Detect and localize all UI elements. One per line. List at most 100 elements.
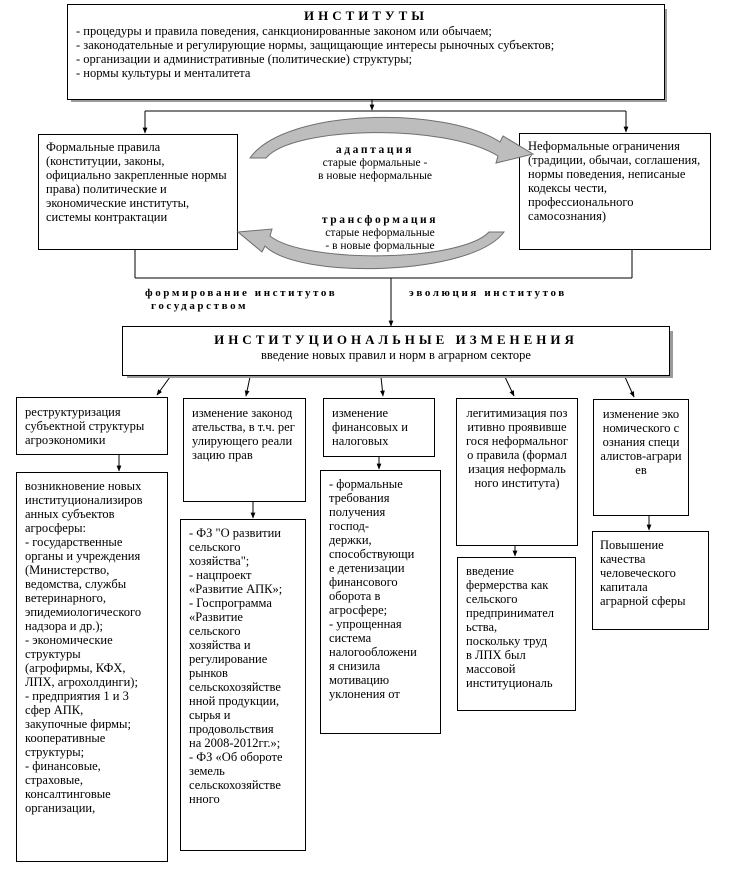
column-legitimization: легитимизация позитивно проявившегося не…: [456, 398, 578, 546]
adaptation-curved-arrow: [249, 116, 535, 164]
adaptation-line2: в новые неформальные: [318, 170, 432, 182]
detail-line: - экономические: [25, 633, 113, 647]
column-legitimization-text: легитимизация позитивно проявившегося не…: [465, 406, 569, 490]
institutes-item: - организации и административные (полити…: [76, 52, 413, 66]
detail-line: ветеринарного,: [25, 591, 106, 605]
column-mindset-text: изменение экономического сознания специа…: [600, 407, 682, 477]
detail-line: регулирование: [189, 652, 268, 666]
detail-line: сельского: [466, 592, 518, 606]
column-finance-tax: изменение финансовых и налоговых: [323, 398, 435, 457]
detail-line: массовой: [466, 662, 516, 676]
changes-subtitle: введение новых правил и норм в аграрном …: [261, 348, 531, 362]
detail-line: - упрощенная: [329, 617, 402, 631]
detail-line: финансового: [329, 575, 398, 589]
detail-line: ЛПХ, агрохолдинги);: [25, 675, 138, 689]
detail-line: возникновение новых: [25, 479, 142, 493]
detail-line: - ФЗ "О развитии: [189, 526, 281, 540]
detail-line: - государственные: [25, 535, 123, 549]
arrow-to-col1: [156, 376, 171, 396]
evolution-label: эволюция институтов: [409, 287, 567, 299]
detail-line: закупочные фирмы;: [25, 717, 131, 731]
detail-line: продовольствия: [189, 722, 274, 736]
detail-line: (Министерство,: [25, 563, 110, 577]
detail-legislation-acts: - ФЗ "О развитии сельского хозяйства"; -…: [180, 519, 306, 851]
detail-line: в ЛПХ был: [466, 648, 526, 662]
detail-line: нной продукции,: [189, 694, 280, 708]
institutes-item: - нормы культуры и менталитета: [76, 66, 251, 80]
transformation-line2: - в новые формальные: [325, 240, 435, 252]
detail-line: агросферы:: [25, 521, 86, 535]
detail-line: сельскохозяйстве: [189, 680, 281, 694]
detail-line: система: [329, 631, 372, 645]
detail-line: Повышение: [600, 538, 664, 552]
informal-constraints-text: Неформальные ограничения (традиции, обыч…: [528, 139, 701, 223]
arrow-to-col3: [380, 376, 385, 397]
detail-line: кооперативные: [25, 731, 106, 745]
detail-line: - нацпроект: [189, 568, 252, 582]
detail-line: я снизила: [329, 659, 381, 673]
detail-line: - ФЗ «Об обороте: [189, 750, 283, 764]
detail-farming-introduction: введение фермерства как сельского предпр…: [457, 557, 576, 711]
detail-line: на 2008-2012гг.»;: [189, 736, 281, 750]
transformation-label: трансформация старые неформальные - в но…: [290, 214, 470, 253]
transformation-curved-arrow: [236, 228, 505, 270]
changes-title: ИНСТИТУЦИОНАЛЬНЫЕ ИЗМЕНЕНИЯ: [214, 332, 578, 347]
institutes-title: ИНСТИТУТЫ: [303, 8, 429, 23]
detail-line: требования: [329, 491, 390, 505]
detail-line: анных субъектов: [25, 507, 115, 521]
detail-line: ьства,: [466, 620, 498, 634]
detail-line: структуры: [25, 647, 81, 661]
detail-line: ведомства, службы: [25, 577, 127, 591]
detail-line: хозяйства";: [189, 554, 250, 568]
formal-rules-text: Формальные правила (конституции, законы,…: [46, 140, 227, 224]
institutes-box: ИНСТИТУТЫ - процедуры и правила поведени…: [67, 4, 665, 100]
detail-line: «Развитие АПК»;: [189, 582, 283, 596]
transformation-line1: старые неформальные: [325, 227, 435, 239]
detail-line: сельского: [189, 540, 241, 554]
detail-line: сырья и: [189, 708, 231, 722]
detail-human-capital: Повышение качества человеческого капитал…: [592, 531, 709, 630]
detail-line: - формальные: [329, 477, 403, 491]
adaptation-label: адаптация старые формальные - в новые не…: [290, 144, 460, 183]
detail-line: аграрной сферы: [600, 594, 686, 608]
detail-line: качества: [600, 552, 646, 566]
arrow-to-col5: [624, 376, 635, 398]
detail-line: рынков: [189, 666, 228, 680]
institutes-item: - законодательные и регулирующие нормы, …: [76, 38, 555, 52]
detail-line: уклонения от: [329, 687, 400, 701]
detail-line: поскольку труд: [466, 634, 548, 648]
detail-line: земель: [189, 764, 225, 778]
adaptation-title: адаптация: [335, 144, 415, 156]
detail-line: надзора и др.);: [25, 619, 103, 633]
arrow-to-col2: [244, 376, 251, 397]
detail-line: - Госпрограмма: [189, 596, 272, 610]
detail-line: хозяйства и: [189, 638, 251, 652]
detail-line: страховые,: [25, 773, 83, 787]
detail-line: человеческого: [600, 566, 676, 580]
detail-line: налогообложени: [329, 645, 417, 659]
detail-line: агросфере;: [329, 603, 388, 617]
formation-label: формирование институтов государством: [145, 287, 337, 313]
formation-line2: государством: [151, 300, 249, 312]
detail-line: (агрофирмы, КФХ,: [25, 661, 126, 675]
column-mindset: изменение экономического сознания специа…: [593, 399, 689, 516]
detail-line: структуры;: [25, 745, 85, 759]
adaptation-line1: старые формальные -: [322, 157, 428, 169]
detail-line: введение: [466, 564, 514, 578]
column-finance-tax-text: изменение финансовых и налоговых: [332, 406, 408, 448]
detail-line: держки,: [329, 533, 372, 547]
detail-line: господ-: [329, 519, 370, 533]
detail-line: фермерства как: [466, 578, 549, 592]
formation-line1: формирование институтов: [145, 287, 338, 299]
detail-line: предпринимател: [466, 606, 554, 620]
informal-constraints-box: Неформальные ограничения (традиции, обыч…: [519, 133, 711, 250]
detail-line: капитала: [600, 580, 648, 594]
detail-line: нного: [189, 792, 220, 806]
institutes-item: - процедуры и правила поведения, санкцио…: [76, 24, 492, 38]
column-restructuring: реструктуризация субъектной структуры аг…: [16, 397, 168, 455]
arrow-to-col4: [504, 376, 515, 397]
detail-finance-measures: - формальные требования получения господ…: [320, 470, 441, 734]
detail-line: мотивацию: [329, 673, 390, 687]
detail-line: оборота в: [329, 589, 381, 603]
